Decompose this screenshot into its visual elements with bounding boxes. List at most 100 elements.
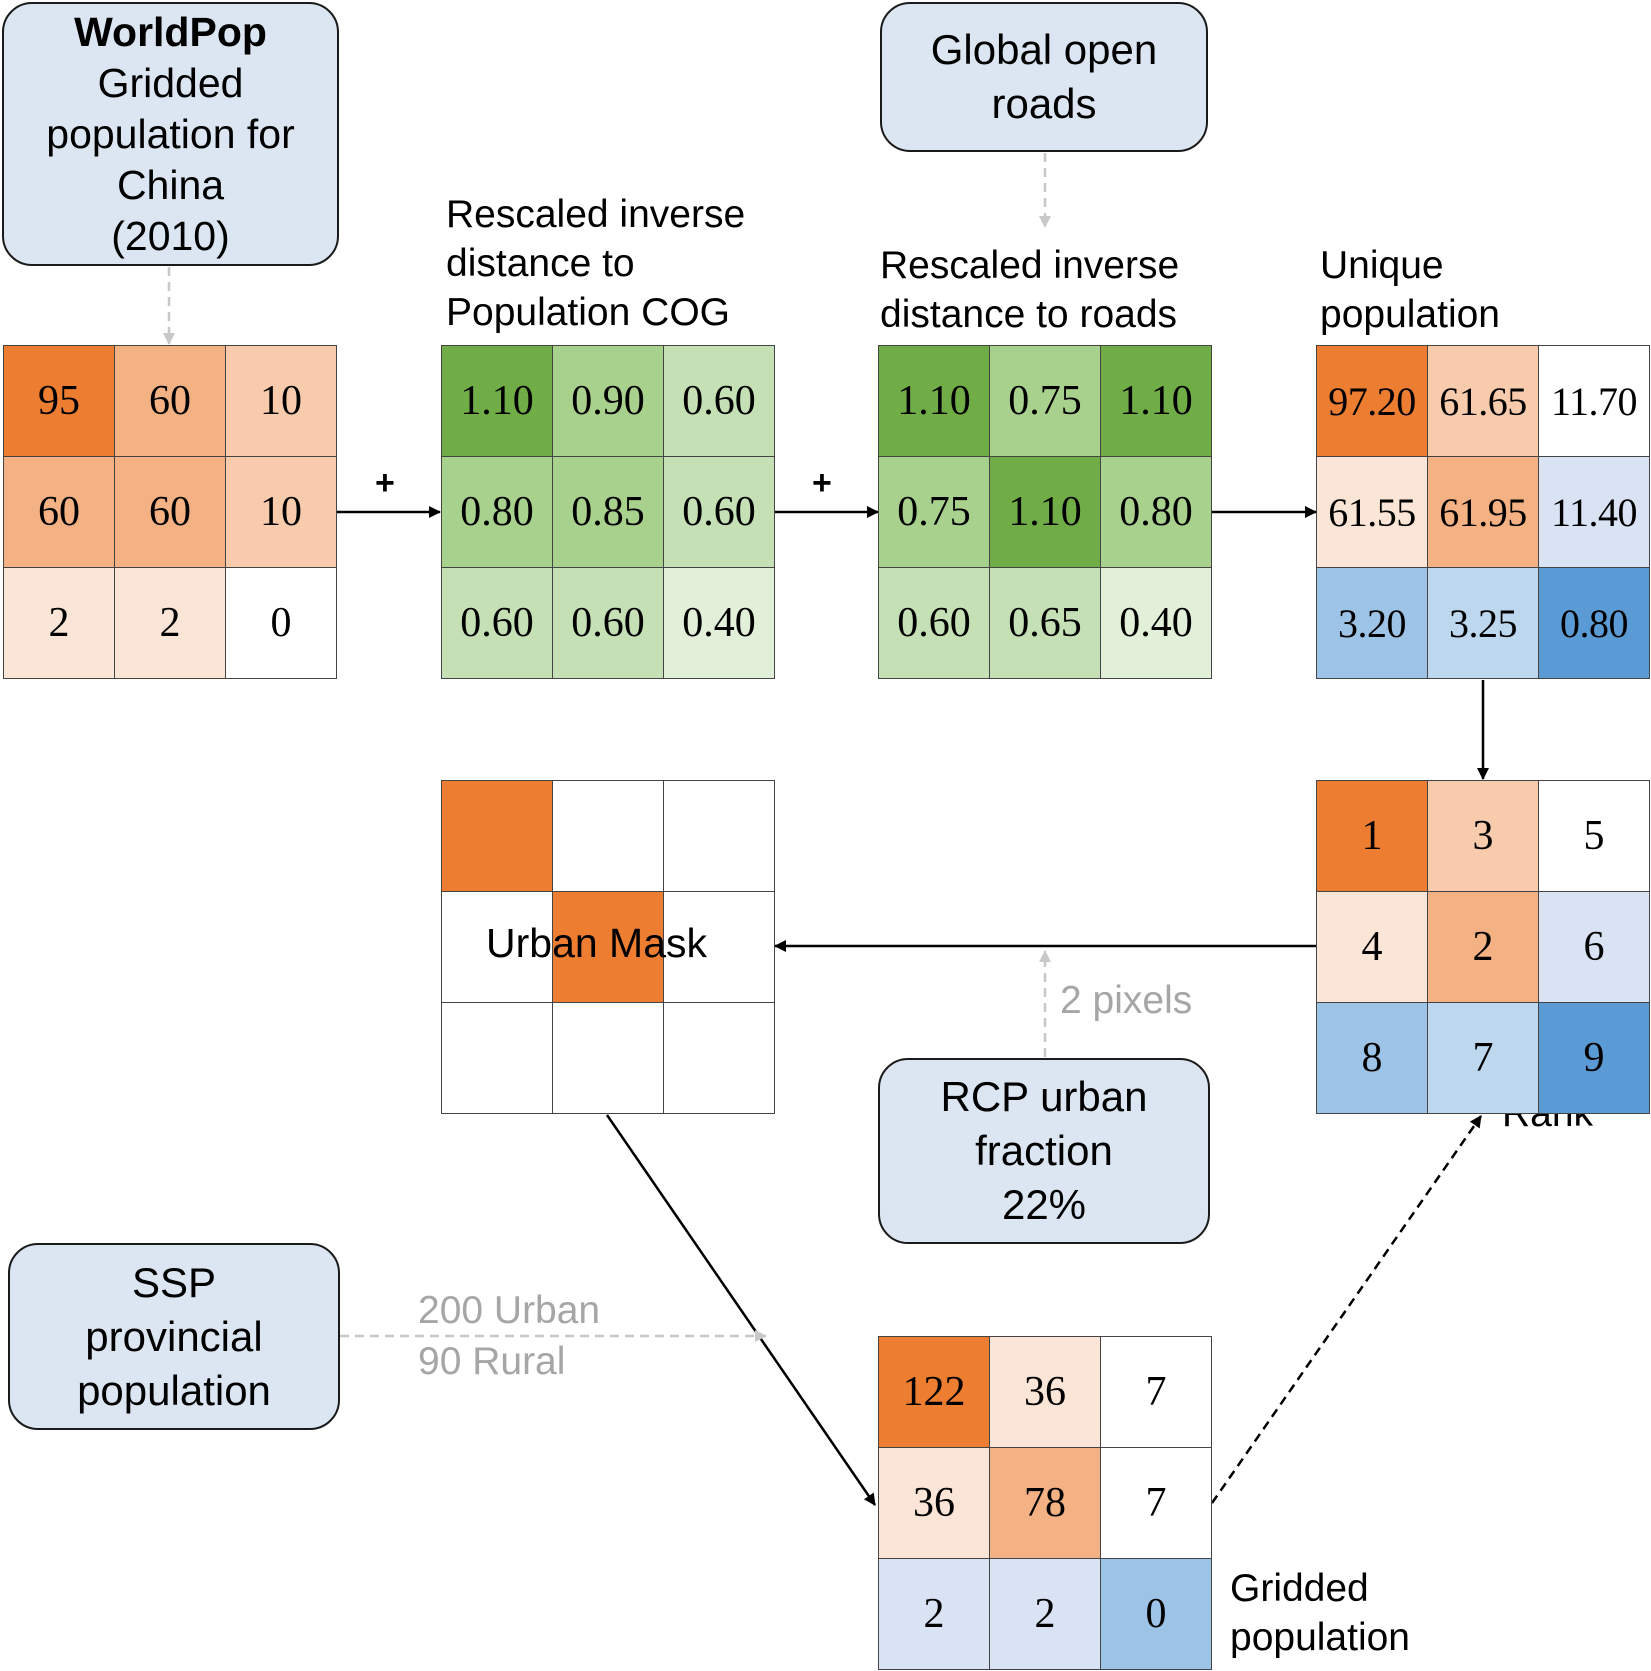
cog-cell: 1.10 xyxy=(442,346,553,457)
unique-population-label-line: population xyxy=(1320,293,1500,336)
rank-cell: 2 xyxy=(1428,892,1539,1003)
rcp-line: fraction xyxy=(975,1127,1113,1174)
rcp-source-box: RCP urban fraction 22% xyxy=(878,1058,1210,1244)
mask-cell xyxy=(553,1003,664,1114)
unique-cell: 97.20 xyxy=(1317,346,1428,457)
gridded-cell: 2 xyxy=(879,1559,990,1670)
rank-cell: 8 xyxy=(1317,1003,1428,1114)
cog-cell: 0.40 xyxy=(664,568,775,679)
pixels-annotation: 2 pixels xyxy=(1060,979,1193,1022)
roads-cell: 0.40 xyxy=(1101,568,1212,679)
unique-population-label: Unique population xyxy=(1320,241,1500,339)
rank-cell: 7 xyxy=(1428,1003,1539,1114)
gridded-cell: 36 xyxy=(879,1448,990,1559)
cog-cell: 0.80 xyxy=(442,457,553,568)
cog-cell: 0.60 xyxy=(442,568,553,679)
worldpop-cell: 60 xyxy=(115,346,226,457)
worldpop-cell: 2 xyxy=(4,568,115,679)
worldpop-cell: 2 xyxy=(115,568,226,679)
urban-mask-grid xyxy=(441,780,775,1114)
rank-cell: 9 xyxy=(1539,1003,1650,1114)
unique-population-label-line: Unique xyxy=(1320,244,1444,287)
urban-annotation: 200 Urban xyxy=(418,1289,601,1332)
gridded-cell: 122 xyxy=(879,1337,990,1448)
roads-source-line: Global open xyxy=(930,26,1158,73)
roads-cell: 1.10 xyxy=(879,346,990,457)
ssp-line: provincial xyxy=(85,1312,263,1360)
mask-cell xyxy=(442,892,553,1003)
unique-cell: 3.25 xyxy=(1428,568,1539,679)
gridded-cell: 2 xyxy=(990,1559,1101,1670)
unique-cell: 3.20 xyxy=(1317,568,1428,679)
roads-distance-label-line: distance to roads xyxy=(880,293,1178,336)
ssp-line: population xyxy=(77,1366,271,1414)
rank-cell: 1 xyxy=(1317,781,1428,892)
gridded-cell: 36 xyxy=(990,1337,1101,1448)
rank-cell: 6 xyxy=(1539,892,1650,1003)
unique-cell: 11.40 xyxy=(1539,457,1650,568)
worldpop-cell: 10 xyxy=(226,457,337,568)
mask-cell xyxy=(664,892,775,1003)
mask-cell xyxy=(553,892,664,1003)
cog-cell: 0.85 xyxy=(553,457,664,568)
roads-cell: 1.10 xyxy=(990,457,1101,568)
arrow-mask-to-gridded xyxy=(605,1114,877,1506)
worldpop-cell: 60 xyxy=(4,457,115,568)
cog-cell: 0.60 xyxy=(664,346,775,457)
unique-cell: 0.80 xyxy=(1539,568,1650,679)
gridded-population-label: Gridded population xyxy=(1230,1564,1410,1662)
roads-cell: 0.65 xyxy=(990,568,1101,679)
roads-cell: 1.10 xyxy=(1101,346,1212,457)
plus-operator-1: + xyxy=(375,464,395,502)
worldpop-cell: 10 xyxy=(226,346,337,457)
arrow-gridded-to-rank xyxy=(1210,1115,1483,1504)
gridded-population-label-line: Gridded xyxy=(1230,1567,1369,1610)
mask-cell xyxy=(442,781,553,892)
rank-cell: 4 xyxy=(1317,892,1428,1003)
worldpop-source-box: WorldPop Gridded population for China (2… xyxy=(2,2,339,266)
gridded-population-label-line: population xyxy=(1230,1616,1410,1659)
mask-cell xyxy=(664,1003,775,1114)
cog-label-line: distance to xyxy=(446,242,635,285)
urban-mask-label: Urban Mask xyxy=(486,920,708,966)
unique-cell: 61.95 xyxy=(1428,457,1539,568)
rank-cell: 5 xyxy=(1539,781,1650,892)
ssp-source-box: SSP provincial population xyxy=(8,1243,340,1430)
worldpop-cell: 95 xyxy=(4,346,115,457)
worldpop-line: Gridded xyxy=(97,59,244,106)
mask-cell xyxy=(442,1003,553,1114)
cog-label-line: Population COG xyxy=(446,291,730,334)
ssp-line: SSP xyxy=(131,1258,217,1306)
rural-annotation: 90 Rural xyxy=(418,1340,566,1383)
gridded-cell: 7 xyxy=(1101,1337,1212,1448)
cog-cell: 0.60 xyxy=(553,568,664,679)
worldpop-cell: 0 xyxy=(226,568,337,679)
roads-source-line: roads xyxy=(991,80,1097,127)
cog-label-line: Rescaled inverse xyxy=(446,193,746,236)
gridded-cell: 78 xyxy=(990,1448,1101,1559)
roads-cell: 0.60 xyxy=(879,568,990,679)
rank-cell: 3 xyxy=(1428,781,1539,892)
plus-operator-2: + xyxy=(812,464,832,502)
worldpop-cell: 60 xyxy=(115,457,226,568)
cog-cell: 0.60 xyxy=(664,457,775,568)
worldpop-line: China xyxy=(116,161,225,208)
roads-distance-label-line: Rescaled inverse xyxy=(880,244,1180,287)
roads-cell: 0.80 xyxy=(1101,457,1212,568)
gridded-cell: 0 xyxy=(1101,1559,1212,1670)
rcp-line: RCP urban xyxy=(940,1073,1148,1120)
mask-cell xyxy=(664,781,775,892)
worldpop-line: (2010) xyxy=(111,212,230,259)
worldpop-line: population for xyxy=(46,110,295,157)
roads-source-box: Global open roads xyxy=(880,2,1208,152)
cog-label: Rescaled inverse distance to Population … xyxy=(446,190,745,337)
worldpop-title: WorldPop xyxy=(74,8,267,55)
gridded-cell: 7 xyxy=(1101,1448,1212,1559)
